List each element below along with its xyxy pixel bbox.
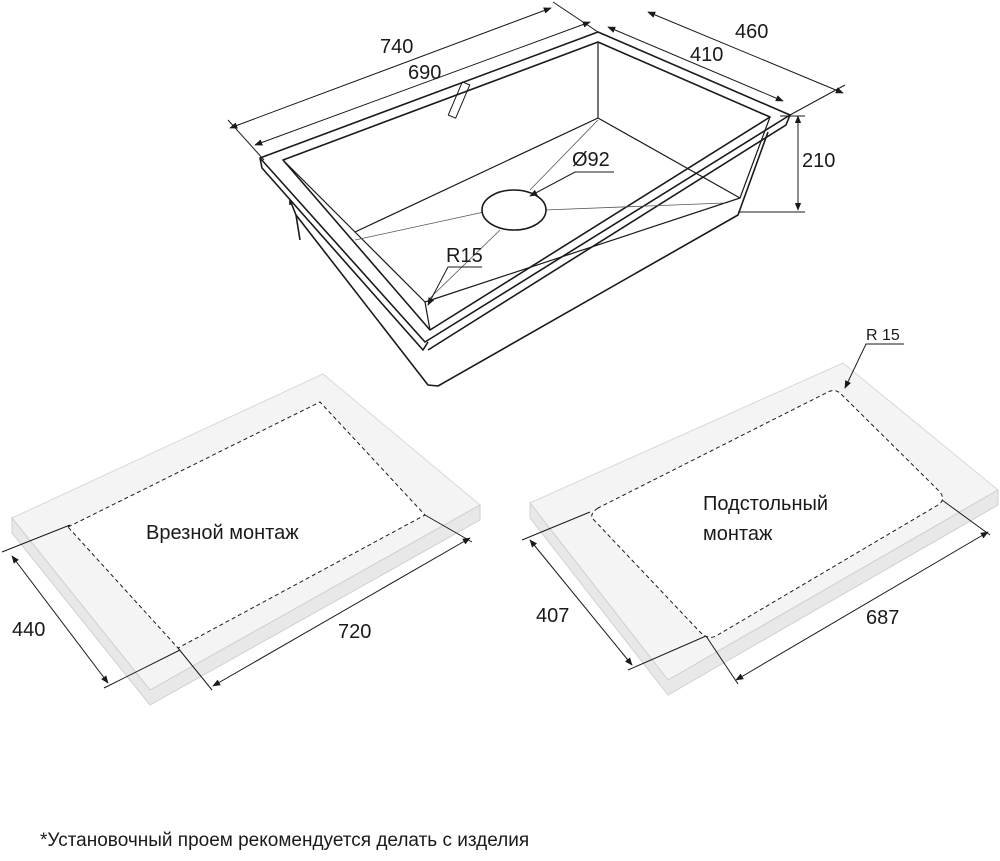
- dim-line-720: [212, 537, 471, 687]
- top-mount-panel-edge: [11, 504, 481, 706]
- drain-leader: [529, 171, 614, 197]
- dim-label-687: 687: [866, 607, 899, 629]
- dim-ext-720-b: [424, 514, 473, 543]
- dim-ext-407-b: [627, 635, 707, 671]
- dim-label-radius: R15: [446, 245, 483, 267]
- dim-ext-right: [789, 84, 846, 116]
- dim-ext-top: [552, 1, 599, 33]
- sink-drain-lines: [354, 119, 726, 299]
- dim-label-407: 407: [536, 605, 569, 627]
- radius-leader: [427, 266, 482, 306]
- dim-line-690: [254, 21, 591, 146]
- dim-label-720: 720: [338, 621, 371, 643]
- dim-ext-687-b: [941, 499, 991, 536]
- dim-line-687: [735, 531, 989, 681]
- dim-ext-687-a: [705, 635, 739, 685]
- undermount-dimensions: [521, 343, 991, 685]
- undermount-title-line2: монтаж: [703, 523, 773, 545]
- top-mount-title: Врезной монтаж: [146, 522, 299, 544]
- dim-label-210: 210: [802, 150, 835, 172]
- dim-label-undermount-radius: R 15: [866, 327, 900, 344]
- sink-bowl-walls: [282, 42, 771, 331]
- dim-label-740: 740: [380, 36, 413, 58]
- dim-ext-440-b: [103, 649, 181, 689]
- undermount-cutout: [591, 390, 944, 638]
- dim-ext-720-a: [177, 647, 213, 691]
- footnote: *Установочный проем рекомендуется делать…: [40, 830, 530, 851]
- dim-line-410: [607, 26, 784, 102]
- undermount-panel-edge: [529, 489, 999, 696]
- dim-ext-left: [227, 119, 265, 161]
- dim-label-410: 410: [690, 44, 723, 66]
- undermount-title-line1: Подстольный: [703, 493, 828, 515]
- dim-line-407: [529, 539, 633, 666]
- sink-illustration: [259, 31, 791, 387]
- top-mount-dimensions: [1, 514, 473, 691]
- sink-body: [289, 131, 769, 387]
- dim-label-440: 440: [12, 619, 45, 641]
- dim-label-drain: Ø92: [572, 149, 610, 171]
- sink-outer-rim: [259, 31, 791, 343]
- sink-inner-rim: [282, 41, 771, 331]
- drain-hole: [481, 189, 547, 231]
- undermount-radius-leader: [844, 343, 904, 389]
- dim-line-440: [11, 555, 109, 684]
- sink-rim-thickness: [259, 114, 791, 351]
- dim-label-690: 690: [408, 62, 441, 84]
- dim-label-460: 460: [735, 21, 768, 43]
- sink-dimensions: [227, 1, 846, 306]
- dim-ext-440-a: [1, 524, 71, 553]
- dim-ext-407-a: [521, 511, 591, 541]
- sink-body-side: [289, 200, 301, 241]
